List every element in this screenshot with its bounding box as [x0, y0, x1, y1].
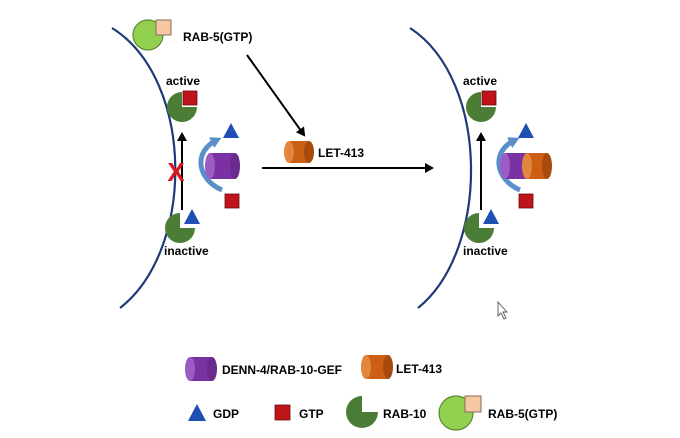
legend-gdp-icon [188, 404, 206, 421]
rab5-gtp-complex-top [132, 19, 172, 51]
denn4-let413-complex-right [500, 153, 552, 179]
legend-let413-label: LET-413 [396, 362, 442, 376]
let413-mid-label: LET-413 [318, 146, 364, 160]
legend-gtp-icon [274, 404, 291, 421]
active-label-right: active [463, 74, 497, 88]
rab5-top-label: RAB-5(GTP) [183, 30, 252, 44]
gtp-square-left-bottom [224, 193, 240, 209]
legend-rab5-label: RAB-5(GTP) [488, 407, 557, 421]
gdp-triangle-left-top [223, 123, 239, 138]
x-mark: X [167, 157, 185, 187]
rab5-to-let413-arrow [246, 54, 306, 137]
legend-denn-icon [185, 357, 217, 381]
active-label-left: active [166, 74, 200, 88]
rab10-active-left [167, 90, 198, 122]
rab10-inactive-left [165, 209, 200, 243]
legend-let413-icon [361, 355, 393, 379]
legend-gdp-label: GDP [213, 407, 239, 421]
membrane-left [111, 27, 177, 309]
rab10-inactive-right [464, 209, 499, 243]
rab10-active-right [466, 90, 497, 122]
denn4-gef-left [205, 153, 240, 179]
exchange-arrow-left [198, 137, 224, 193]
legend-rab5-icon [438, 395, 482, 431]
legend-rab10-label: RAB-10 [383, 407, 427, 421]
exchange-arrow-right [496, 137, 522, 193]
membrane-right [409, 27, 473, 309]
gdp-triangle-right-top [518, 123, 534, 138]
inactive-label-left: inactive [164, 244, 209, 258]
legend-rab10-icon [346, 396, 378, 428]
mouse-cursor-icon [497, 300, 509, 320]
inactive-label-right: inactive [463, 244, 508, 258]
legend: DENN-4/RAB-10-GEF LET-413 GDP GTP RAB-10… [185, 355, 557, 431]
let413-mid [284, 141, 314, 163]
gtp-square-right-bottom [518, 193, 534, 209]
legend-gtp-label: GTP [299, 407, 324, 421]
legend-denn-label: DENN-4/RAB-10-GEF [222, 363, 342, 377]
